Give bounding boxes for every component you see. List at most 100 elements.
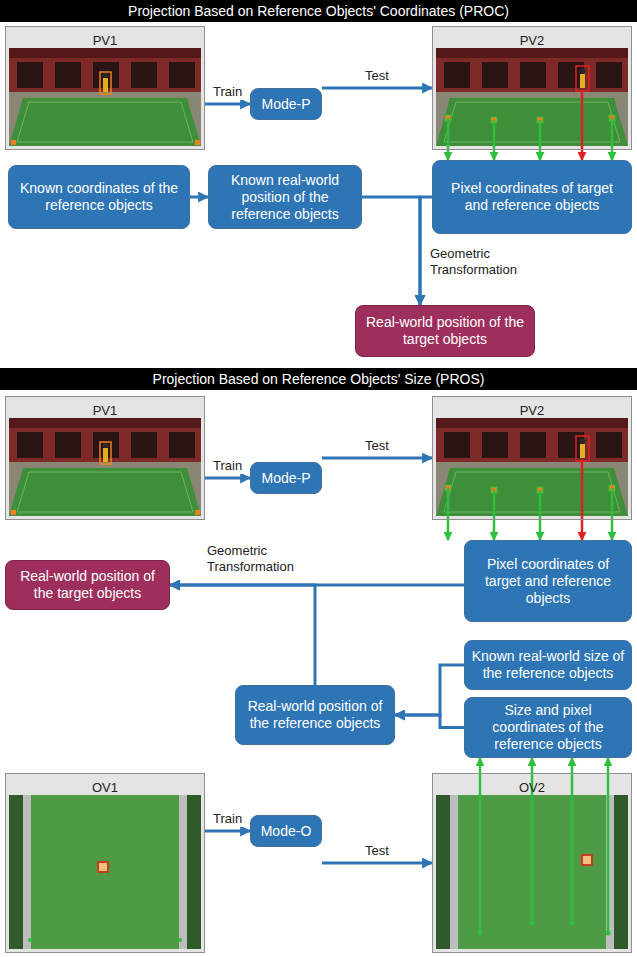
text-group: Real-world position of the reference obj… [242,698,388,732]
panel-label: PV2 [433,30,631,48]
process-box: Size and pixel coordinates of the refere… [464,697,632,758]
text-group: PV1 [6,397,204,418]
image-panel: OV2 [432,773,632,953]
edge-label: Test [363,438,391,454]
text-group: Pixel coordinates of target and referenc… [471,556,625,607]
section-band: Projection Based on Reference Objects' S… [0,368,637,390]
connector-line [581,460,584,540]
box-text: Known real-world size of the reference o… [471,648,625,682]
panel-label: PV1 [6,30,204,48]
box-text: Pixel coordinates of target and referenc… [439,180,625,214]
result-box: Real-world position of the target object… [5,560,170,610]
connector-line [611,118,614,160]
section-band: Projection Based on Reference Objects' C… [0,0,637,22]
connector-line [493,120,496,160]
connector-line [539,120,542,160]
connector-line [539,490,542,540]
connector-line [571,758,574,923]
text-group: Mode-P [261,470,310,487]
connector-line [170,585,315,685]
arrow-connector [190,197,208,198]
connector-line [611,488,614,540]
text-group: Known coordinates of the reference objec… [15,180,183,214]
connector-line [447,488,450,540]
image-panel: OV1 [5,773,205,953]
panel-label: OV1 [6,777,204,795]
arrow-connector [395,665,464,715]
arrow-connector [448,460,612,540]
panel-label: OV2 [433,777,631,795]
arrow-connector [395,715,464,728]
text-group: OV1 [6,774,204,795]
process-box: Mode-O [250,815,322,847]
result-box: Real-world position of the target object… [355,305,535,357]
connector-line [479,758,482,933]
image-panel: PV2 [432,396,632,520]
box-text: Mode-P [261,96,310,113]
arrow-connector [170,585,315,685]
text-group: Known real-world position of the referen… [215,172,355,223]
box-text: Mode-O [261,823,312,840]
panel-label: PV2 [433,400,631,418]
section-title: Projection Based on Reference Objects' S… [153,371,485,387]
text-group: PV1 [6,27,204,48]
text-group: OV2 [433,774,631,795]
image-panel: PV2 [432,26,632,150]
connector-line [395,715,464,728]
panel-label: PV1 [6,400,204,418]
box-text: Known real-world position of the referen… [215,172,355,223]
arrow-connector [205,104,250,105]
arrow-connector [322,88,432,89]
connector-line [322,87,432,90]
arrow-connector [205,478,250,479]
process-box: Pixel coordinates of target and referenc… [464,540,632,622]
connector-line [205,103,250,106]
edge-label: Train [211,84,244,100]
connector-line [205,477,250,480]
section-title: Projection Based on Reference Objects' C… [128,3,509,19]
connector-line [395,665,464,715]
connector-line [322,862,432,865]
text-group: Mode-O [261,823,312,840]
connector-line [607,758,610,933]
edge-label: Geometric Transformation [205,543,349,575]
edge-label: Train [211,811,244,827]
text-group: Real-world position of the target object… [362,314,528,348]
connector-line [362,197,420,305]
box-text: Pixel coordinates of target and referenc… [471,556,625,607]
process-box: Known coordinates of the reference objec… [8,165,190,229]
connector-line [190,196,208,199]
text-group: Size and pixel coordinates of the refere… [471,702,625,753]
connector-line [447,118,450,160]
text-group: Pixel coordinates of target and referenc… [439,180,625,214]
connector-line [322,457,432,460]
process-box: Real-world position of the reference obj… [235,685,395,745]
process-box: Mode-P [250,88,322,120]
text-group: Projection Based on Reference Objects' S… [153,371,485,387]
connector-line [493,490,496,540]
box-text: Real-world position of the reference obj… [242,698,388,732]
text-group: PV2 [433,397,631,418]
box-text: Mode-P [261,470,310,487]
text-group: Projection Based on Reference Objects' C… [128,3,509,19]
process-box: Pixel coordinates of target and referenc… [432,160,632,234]
edge-label: Test [363,68,391,84]
image-panel: PV1 [5,26,205,150]
box-text: Real-world position of the target object… [362,314,528,348]
text-group: Mode-P [261,96,310,113]
arrow-connector [205,831,250,832]
arrow-connector [322,863,432,864]
box-text: Real-world position of the target object… [12,568,163,602]
edge-label: Test [363,843,391,859]
arrow-connector [322,458,432,459]
process-box: Known real-world size of the reference o… [464,640,632,690]
connector-line [205,830,250,833]
process-box: Known real-world position of the referen… [208,165,362,229]
text-group: PV2 [433,27,631,48]
text-group: Real-world position of the target object… [12,568,163,602]
box-text: Size and pixel coordinates of the refere… [471,702,625,753]
arrow-connector [362,197,420,305]
box-text: Known coordinates of the reference objec… [15,180,183,214]
text-group: Known real-world size of the reference o… [471,648,625,682]
edge-label: Geometric Transformation [428,246,532,278]
